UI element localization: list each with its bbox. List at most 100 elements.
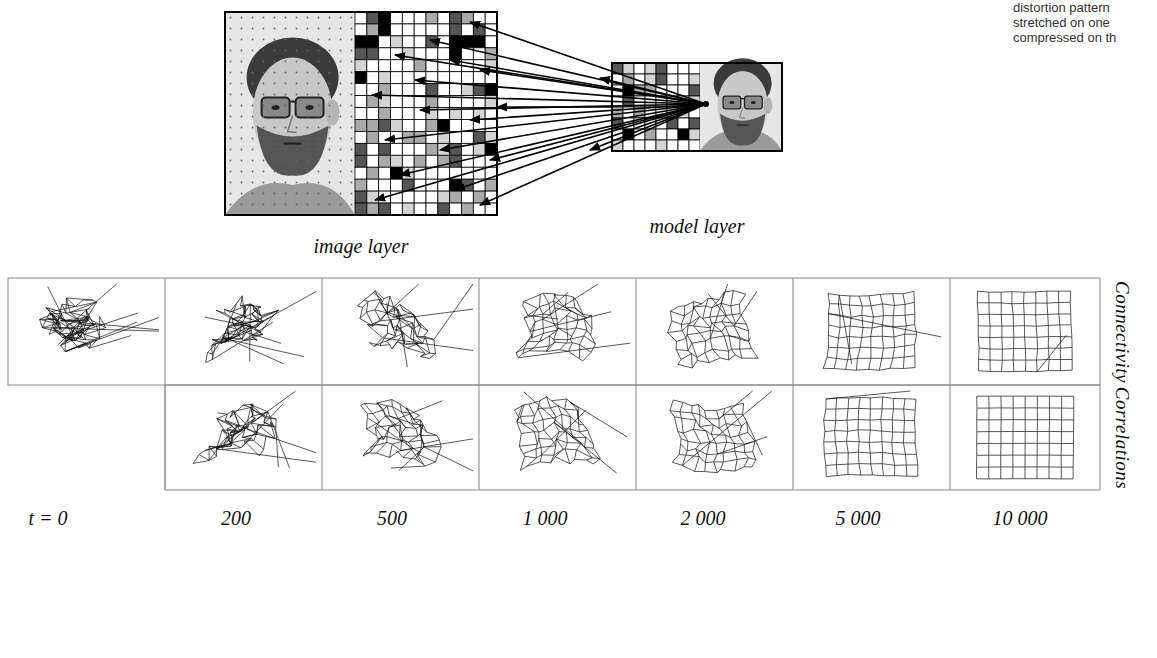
mesh-line (915, 399, 918, 476)
mesh-correlations (670, 391, 772, 473)
sample-dot (263, 61, 265, 63)
mouth (737, 125, 748, 126)
feature-cell (367, 36, 379, 48)
feature-cell (402, 143, 414, 155)
sample-dot (274, 50, 276, 52)
feature-cell (414, 203, 426, 215)
mesh-line (890, 294, 894, 369)
mesh-line (1012, 292, 1014, 372)
mesh-line (216, 296, 261, 314)
sample-dot (241, 149, 243, 151)
sample-dot (230, 17, 232, 19)
feature-cell (402, 203, 414, 215)
nose (739, 107, 745, 118)
feature-cell (402, 119, 414, 131)
nose (288, 116, 297, 133)
mesh-line (830, 302, 915, 306)
sample-dot (296, 28, 298, 30)
mesh-line (826, 391, 910, 399)
feature-cell (450, 48, 462, 60)
sample-dot (296, 116, 298, 118)
mesh-line (530, 312, 611, 332)
sample-dot (307, 149, 309, 151)
mesh-line (680, 402, 688, 465)
mesh-line (678, 355, 758, 368)
mesh-line (514, 410, 524, 470)
mesh-line (65, 322, 137, 352)
sample-dot (285, 127, 287, 129)
sample-dot (252, 105, 254, 107)
sample-dot (263, 94, 265, 96)
sample-dot (252, 193, 254, 195)
feature-cell (391, 84, 403, 96)
sample-dot (285, 50, 287, 52)
mesh-connectivity (40, 284, 159, 352)
mesh-line (212, 322, 272, 359)
sample-dot (296, 204, 298, 206)
feature-cell (438, 167, 450, 179)
feature-cell (667, 129, 678, 140)
glasses-lens (745, 96, 763, 109)
sample-dot (285, 94, 287, 96)
mesh-line (62, 313, 138, 338)
sample-dot (307, 28, 309, 30)
sample-dot (241, 160, 243, 162)
mesh-line (570, 402, 627, 437)
sample-dot (318, 127, 320, 129)
mesh-line (710, 300, 729, 360)
mesh-line (1000, 396, 1001, 479)
sample-dot (296, 182, 298, 184)
feature-cell (402, 96, 414, 108)
mesh-line (218, 413, 227, 414)
sample-dot (307, 116, 309, 118)
sample-dot (230, 105, 232, 107)
feature-cell (623, 140, 634, 151)
mesh-line (839, 295, 851, 364)
feature-cell (414, 96, 426, 108)
feature-cell (355, 36, 367, 48)
feature-cell (438, 203, 450, 215)
sample-dot (241, 138, 243, 140)
feature-cell (402, 24, 414, 36)
sample-dot (318, 138, 320, 140)
sample-dot (296, 105, 298, 107)
feature-cell (367, 96, 379, 108)
mesh-line (364, 300, 388, 345)
mesh-line (978, 336, 1072, 337)
mesh-line (681, 306, 692, 368)
feature-cell (426, 155, 438, 167)
sample-dot (241, 83, 243, 85)
feature-cell (391, 24, 403, 36)
mesh-line (249, 304, 251, 361)
feature-cell (634, 140, 645, 151)
sample-dot (285, 116, 287, 118)
feature-cell (379, 12, 391, 24)
sample-dot (252, 94, 254, 96)
sample-dot (340, 204, 342, 206)
sample-dot (329, 94, 331, 96)
mesh-line (558, 328, 573, 337)
sample-dot (329, 182, 331, 184)
mesh-line (914, 291, 917, 367)
sample-dot (340, 193, 342, 195)
feature-cell (426, 143, 438, 155)
mapping-arrow (497, 106, 612, 108)
sample-dot (296, 160, 298, 162)
sample-dot (329, 39, 331, 41)
link-arrow (590, 104, 706, 150)
mesh-connectivity (668, 284, 759, 368)
mesh-connectivity (823, 291, 941, 370)
mesh-line (977, 291, 979, 371)
mesh-line (228, 326, 281, 343)
sample-dot (263, 160, 265, 162)
feature-cell (678, 118, 689, 129)
mesh-line (1070, 291, 1072, 370)
feature-cell (462, 191, 474, 203)
eye (272, 105, 280, 110)
sample-dot (296, 17, 298, 19)
feature-cell (367, 72, 379, 84)
sample-dot (329, 160, 331, 162)
feature-cell (379, 203, 391, 215)
